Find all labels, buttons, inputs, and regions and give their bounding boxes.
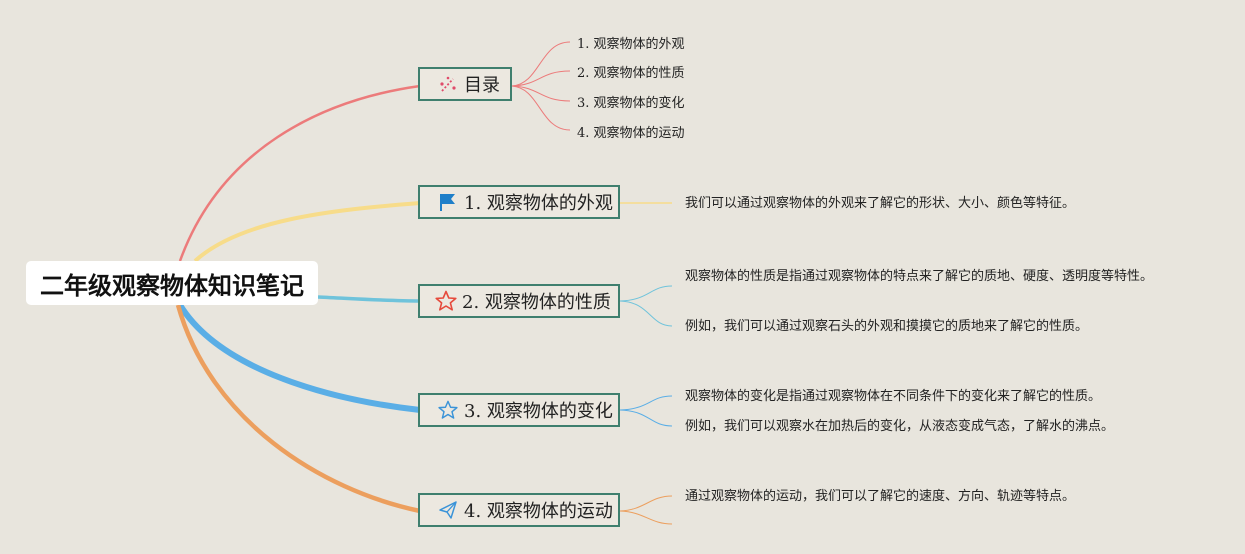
topic-2-fan: [619, 285, 673, 327]
star-icon: [434, 289, 458, 313]
toc-fan: [511, 41, 571, 131]
magic-wand-icon: [436, 72, 460, 96]
topic-motion[interactable]: 4. 观察物体的运动: [418, 493, 620, 527]
topic-properties-label: 2. 观察物体的性质: [462, 292, 611, 313]
detail-changes-1: 观察物体的变化是指通过观察物体在不同条件下的变化来了解它的性质。: [685, 389, 1102, 404]
toc-item-1[interactable]: 1. 观察物体的外观: [577, 37, 685, 52]
detail-motion-1: 通过观察物体的运动，我们可以了解它的速度、方向、轨迹等特点。: [685, 489, 1076, 504]
detail-properties-1: 观察物体的性质是指通过观察物体的特点来了解它的质地、硬度、透明度等特性。: [685, 269, 1154, 284]
branch-topic-4: [175, 304, 421, 514]
branch-topic-3: [177, 303, 421, 413]
topic-4-fan: [619, 495, 673, 525]
topic-appearance-label: 1. 观察物体的外观: [464, 193, 613, 214]
topic-changes[interactable]: 3. 观察物体的变化: [418, 393, 620, 427]
topic-changes-label: 3. 观察物体的变化: [464, 401, 613, 422]
detail-appearance-1: 我们可以通过观察物体的外观来了解它的形状、大小、颜色等特征。: [685, 196, 1076, 211]
topic-appearance[interactable]: 1. 观察物体的外观: [418, 185, 620, 219]
root-title: 二年级观察物体知识笔记: [40, 271, 304, 300]
flag-icon: [436, 190, 460, 214]
detail-properties-2: 例如，我们可以通过观察石头的外观和摸摸它的质地来了解它的性质。: [685, 319, 1089, 334]
topic-3-fan: [619, 395, 673, 427]
branch-topic-2: [317, 295, 421, 303]
topic-toc[interactable]: 目录: [418, 67, 512, 101]
detail-changes-2: 例如，我们可以观察水在加热后的变化，从液态变成气态，了解水的沸点。: [685, 419, 1115, 434]
topic-toc-label: 目录: [464, 75, 500, 96]
toc-item-4[interactable]: 4. 观察物体的运动: [577, 126, 685, 141]
topic-motion-label: 4. 观察物体的运动: [464, 501, 613, 522]
star-outline-icon: [436, 398, 460, 422]
root-topic[interactable]: 二年级观察物体知识笔记: [26, 261, 318, 305]
toc-item-2[interactable]: 2. 观察物体的性质: [577, 66, 685, 81]
topic-properties[interactable]: 2. 观察物体的性质: [418, 284, 620, 318]
toc-item-3[interactable]: 3. 观察物体的变化: [577, 96, 685, 111]
branch-toc: [178, 84, 421, 262]
paper-plane-icon: [436, 498, 460, 522]
branch-topic-1: [193, 201, 421, 263]
